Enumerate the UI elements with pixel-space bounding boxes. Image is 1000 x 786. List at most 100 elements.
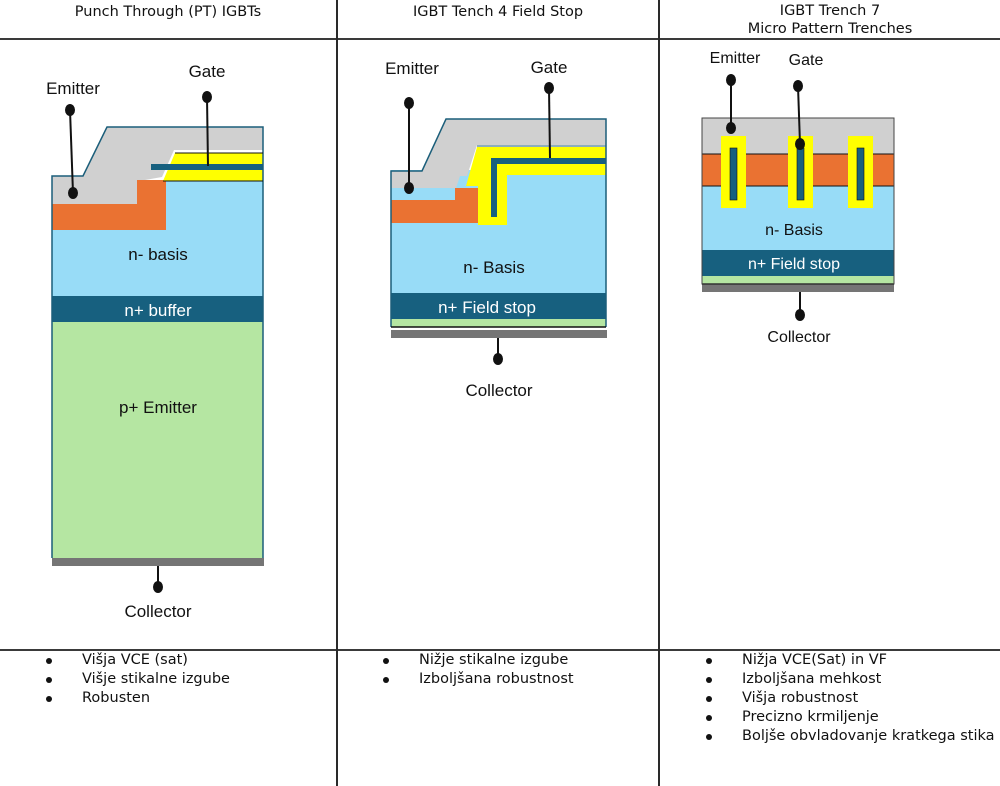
bullet-icon: [46, 677, 52, 683]
device-outline: [701, 117, 895, 285]
collector-label: Collector: [767, 329, 831, 346]
collector-label: Collector: [124, 602, 191, 621]
trench-gate-poly: [729, 147, 738, 201]
bullet-icon: [706, 696, 712, 702]
feature-text: Precizno krmiljenje: [742, 709, 879, 725]
feature-item: Višja VCE (sat): [46, 651, 230, 670]
trench-gate-poly: [796, 147, 805, 201]
bullets-divider: [0, 649, 1000, 651]
bullet-icon: [383, 677, 389, 683]
gate-label: Gate: [189, 62, 226, 81]
collector-metal: [391, 330, 607, 338]
n-basis-label: n- Basis: [765, 222, 823, 239]
feature-text: Višja robustnost: [742, 690, 859, 706]
n-plus-buffer-layer: [52, 296, 263, 322]
emitter-label: Emitter: [710, 50, 761, 67]
feature-item: Precizno krmiljenje: [706, 708, 996, 727]
bullet-icon: [706, 677, 712, 683]
emitter-metal: [391, 119, 606, 188]
n-buffer-label: n+ buffer: [124, 301, 192, 320]
p-emitter-label: p+ Emitter: [119, 398, 197, 417]
feature-text: Izboljšana robustnost: [419, 671, 574, 687]
collector-metal: [52, 558, 264, 566]
collector-terminal-dot: [493, 353, 503, 365]
gate-label: Gate: [531, 58, 568, 77]
gate-terminal-dot: [202, 91, 212, 103]
column-title-pt: Punch Through (PT) IGBTs: [0, 3, 336, 21]
collector-terminal-dot: [153, 581, 163, 593]
feature-item: Višja robustnost: [706, 689, 996, 708]
emitter-terminal-dot: [65, 104, 75, 116]
title-line: Micro Pattern Trenches: [747, 21, 913, 37]
column-title-trench4: IGBT Tench 4 Field Stop: [338, 3, 658, 21]
title-line: IGBT Trench 7: [779, 3, 881, 19]
column-title-trench7: IGBT Trench 7 Micro Pattern Trenches: [660, 2, 1000, 38]
n-plus-field-stop-layer: [391, 293, 606, 319]
p-body-region: [391, 188, 478, 223]
emitter-label: Emitter: [385, 59, 439, 78]
bullet-icon: [46, 658, 52, 664]
emitter-contact-dot: [726, 122, 736, 134]
feature-item: Nižje stikalne izgube: [383, 651, 574, 670]
title-line: Punch Through (PT) IGBTs: [74, 4, 262, 20]
feature-item: Izboljšana mehkost: [706, 670, 996, 689]
feature-text: Boljše obvladovanje kratkega stika: [742, 728, 995, 744]
field-stop-label: n+ Field stop: [748, 256, 840, 273]
emitter-contact-dot: [68, 187, 78, 199]
gate-terminal-dot: [544, 82, 554, 94]
feature-text: Nižje stikalne izgube: [419, 652, 569, 668]
emitter-label: Emitter: [46, 79, 100, 98]
feature-text: Nižja VCE(Sat) in VF: [742, 652, 887, 668]
field-stop-label: n+ Field stop: [438, 298, 536, 317]
gate-lead: [206, 96, 209, 167]
p-plus-emitter-layer: [52, 322, 263, 558]
bullet-icon: [706, 658, 712, 664]
feature-item: Višje stikalne izgube: [46, 670, 230, 689]
p-body-region: [52, 180, 166, 230]
n-plus-field-stop-layer: [702, 250, 894, 276]
n-basis-label: n- basis: [128, 245, 188, 264]
header-divider: [0, 38, 1000, 40]
feature-text: Višje stikalne izgube: [82, 671, 230, 687]
feature-item: Izboljšana robustnost: [383, 670, 574, 689]
gate-terminal-dot: [793, 80, 803, 92]
trench-gate-poly: [856, 147, 865, 201]
emitter-lead: [69, 109, 74, 194]
device-outline: [390, 118, 607, 327]
gate-poly: [151, 164, 263, 170]
collector-metal: [702, 284, 894, 292]
feature-text: Izboljšana mehkost: [742, 671, 882, 687]
bullet-icon: [383, 658, 389, 664]
gate-oxide: [466, 147, 606, 225]
feature-text: Robusten: [82, 690, 151, 706]
gate-lead: [797, 85, 801, 145]
p-plus-layer: [391, 319, 606, 327]
trench4-igbt-diagram: Emitter Gate n- Basis n+ Field stop Coll…: [385, 58, 607, 400]
feature-text: Višja VCE (sat): [82, 652, 188, 668]
emitter-terminal-dot: [726, 74, 736, 86]
gate-contact-dot: [795, 138, 805, 150]
feature-item: Robusten: [46, 689, 230, 708]
trench: [721, 136, 746, 208]
trench7-igbt-diagram: Emitter Gate n- Basis n+ Field stop Coll…: [701, 50, 895, 346]
trench: [848, 136, 873, 208]
gate-poly: [491, 158, 606, 217]
p-plus-layer: [702, 276, 894, 284]
gate-label: Gate: [789, 52, 824, 69]
feature-item: Boljše obvladovanje kratkega stika: [706, 727, 996, 746]
column-divider-1: [336, 0, 338, 786]
emitter-terminal-dot: [404, 97, 414, 109]
emitter-contact-dot: [404, 182, 414, 194]
gate-lead: [548, 87, 551, 159]
title-line: IGBT Tench 4 Field Stop: [412, 4, 584, 20]
n-basis-label: n- Basis: [463, 258, 524, 277]
bullet-icon: [706, 715, 712, 721]
feature-item: Nižja VCE(Sat) in VF: [706, 651, 996, 670]
pt-igbt-diagram: Emitter Gate n- basis n+ buffer p+ Emitt…: [46, 62, 264, 621]
column-divider-2: [658, 0, 660, 786]
device-outline: [51, 126, 264, 558]
